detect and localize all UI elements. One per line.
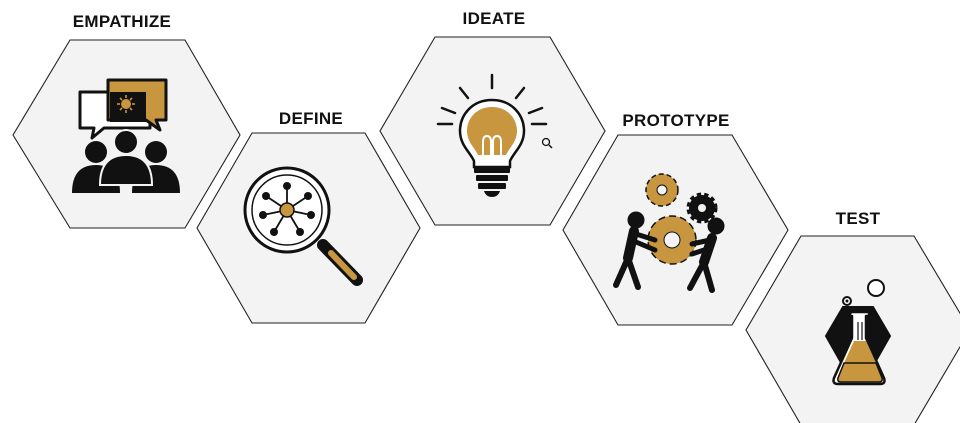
team-discussion-icon (72, 78, 180, 193)
flask-icon (824, 279, 892, 386)
step-empathize: EMPATHIZE (12, 12, 241, 229)
small-search-icon (541, 137, 553, 149)
step-ideate: IDEATE (379, 9, 606, 226)
gears-people-icon (613, 173, 725, 293)
lightbulb-icon (436, 73, 553, 197)
label-test: TEST (836, 209, 881, 228)
label-empathize: EMPATHIZE (73, 12, 171, 31)
label-define: DEFINE (279, 109, 343, 128)
magnifier-network-icon (243, 166, 363, 286)
label-prototype: PROTOTYPE (622, 111, 729, 130)
step-prototype: PROTOTYPE (562, 111, 789, 326)
label-ideate: IDEATE (463, 9, 526, 28)
step-define: DEFINE (196, 109, 421, 324)
step-test: TEST (745, 209, 960, 423)
